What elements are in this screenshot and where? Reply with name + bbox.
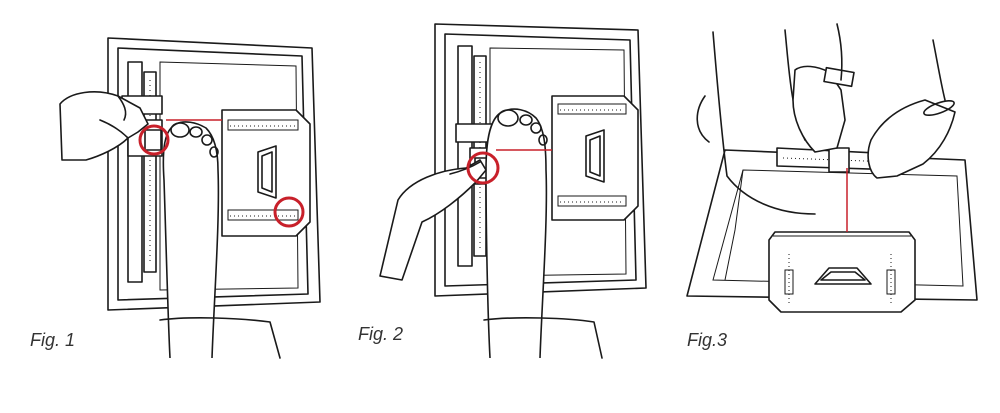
leg-line bbox=[712, 31, 816, 215]
measuring-scale bbox=[143, 71, 157, 273]
fig2-illustration bbox=[379, 23, 647, 359]
fig3-caption: Fig.3 bbox=[687, 330, 728, 350]
left-rail bbox=[127, 61, 143, 283]
left-hand bbox=[792, 65, 846, 153]
fig1-illustration bbox=[59, 37, 321, 359]
device-inner-frame bbox=[117, 47, 309, 301]
hand bbox=[59, 91, 149, 161]
fig2-caption: Fig. 2 bbox=[358, 324, 404, 344]
plate-logo bbox=[814, 267, 872, 285]
plate-logo bbox=[257, 145, 277, 199]
fig1-caption: Fig. 1 bbox=[30, 330, 76, 350]
right-hand bbox=[867, 99, 956, 179]
wristband bbox=[823, 66, 855, 88]
measuring-plate bbox=[221, 109, 311, 237]
hand bbox=[379, 159, 487, 281]
fig3-illustration bbox=[686, 23, 978, 313]
figure-1: Fig. 1 bbox=[0, 0, 330, 413]
highlight-circle-slider bbox=[138, 124, 170, 156]
highlight-circle-slider bbox=[466, 151, 500, 185]
foot bbox=[485, 108, 548, 359]
leg-line bbox=[483, 317, 603, 359]
slider-top bbox=[455, 123, 493, 143]
figure-2: Fig. 2 bbox=[330, 0, 665, 413]
foot bbox=[162, 121, 220, 359]
slider-block bbox=[828, 147, 850, 173]
figure-3: Fig.3 bbox=[665, 0, 1000, 413]
measuring-plate bbox=[551, 95, 639, 221]
leg-line bbox=[159, 317, 281, 359]
device-body bbox=[107, 37, 321, 311]
plate-logo bbox=[585, 129, 605, 183]
highlight-circle-plate bbox=[273, 196, 305, 228]
bracelet bbox=[923, 99, 955, 117]
pointer-marker bbox=[144, 129, 162, 151]
